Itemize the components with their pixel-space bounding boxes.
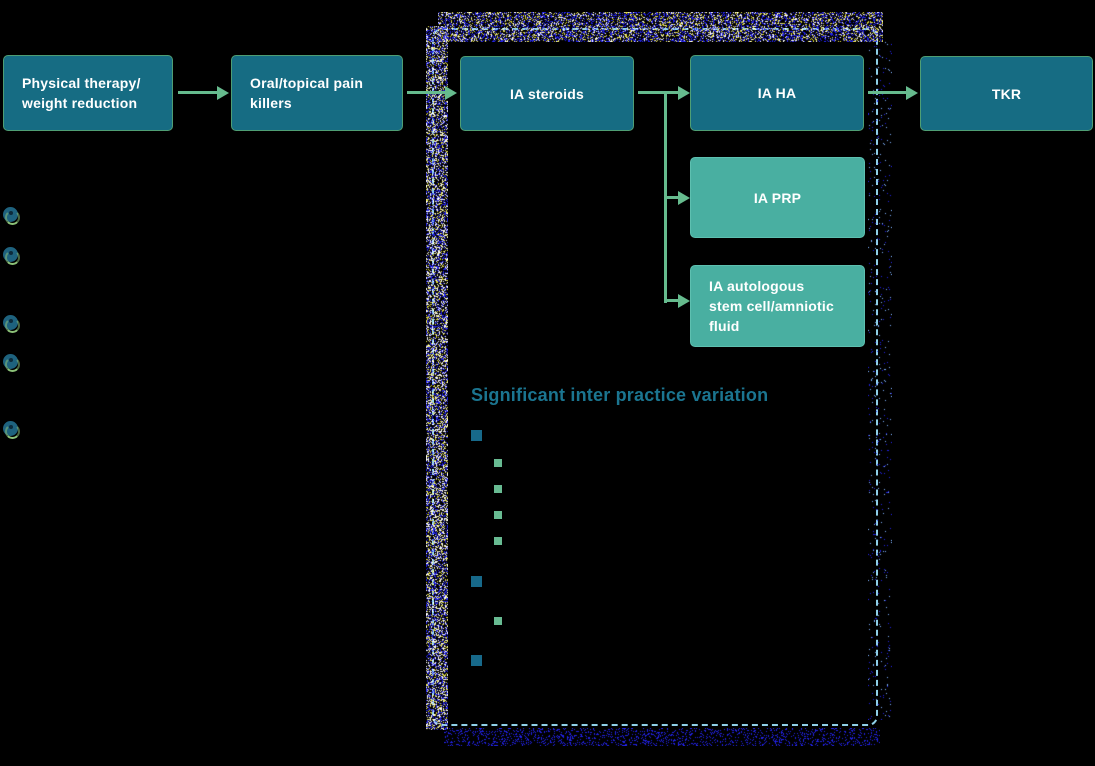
flow-box-physical-therapy: Physical therapy/ weight reduction: [3, 55, 173, 131]
arrow-line: [407, 91, 446, 94]
arrow-head-icon: [906, 86, 918, 100]
bullet-square-level2: [494, 537, 502, 545]
branch-line: [638, 91, 667, 94]
arrow-line: [868, 91, 907, 94]
flow-box-ia-steroids: IA steroids: [460, 56, 634, 131]
flow-box-ia-prp: IA PRP: [690, 157, 865, 238]
bullet-square-level2: [494, 459, 502, 467]
arrow-head-icon: [445, 86, 457, 100]
noise-band-bottom: [444, 728, 880, 746]
eye-icon: [3, 315, 18, 330]
noise-band-top: [438, 12, 883, 42]
arrow-head-icon: [678, 191, 690, 205]
arrow-head-icon: [678, 86, 690, 100]
flow-box-ia-autologous: IA autologous stem cell/amniotic fluid: [690, 265, 865, 347]
bullet-square-level2: [494, 617, 502, 625]
flow-box-ia-ha: IA HA: [690, 55, 864, 131]
arrow-line: [178, 91, 218, 94]
arrow-head-icon: [217, 86, 229, 100]
flow-box-tkr: TKR: [920, 56, 1093, 131]
eye-icon: [3, 247, 18, 262]
noise-band-left: [426, 26, 448, 730]
eye-icon: [3, 354, 18, 369]
bullet-square-level1: [471, 430, 482, 441]
bullet-square-level2: [494, 511, 502, 519]
bullet-square-level2: [494, 485, 502, 493]
arrow-head-icon: [678, 294, 690, 308]
panel-title: Significant inter practice variation: [471, 385, 768, 406]
bullet-square-level1: [471, 655, 482, 666]
bullet-square-level1: [471, 576, 482, 587]
eye-icon: [3, 207, 18, 222]
eye-icon: [3, 421, 18, 436]
flow-box-oral-topical-painkillers: Oral/topical pain killers: [231, 55, 403, 131]
noise-band-right: [868, 40, 892, 720]
